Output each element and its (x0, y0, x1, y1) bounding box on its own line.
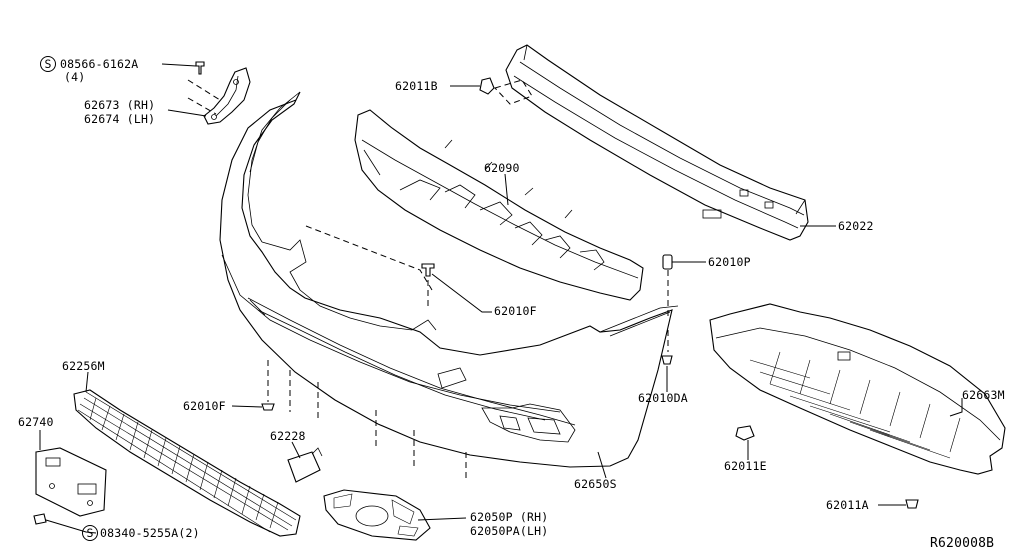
engine-undercover-part[interactable] (709, 303, 1006, 475)
label-bracket-rh[interactable]: 62673 (RH) (84, 98, 155, 112)
label-clip-p[interactable]: 62010P (708, 255, 751, 269)
label-reinforcement[interactable]: 62022 (838, 219, 874, 233)
side-bracket-part[interactable] (203, 67, 251, 125)
clip-f-upper-icon (421, 263, 435, 277)
bumper-fascia-part[interactable] (219, 91, 679, 468)
screw-symbol-b-icon (82, 525, 98, 541)
label-bracket-lh[interactable]: 62674 (LH) (84, 112, 155, 126)
label-plate-bracket[interactable]: 62740 (18, 415, 54, 429)
clip-e-icon (735, 425, 755, 441)
label-fog-finisher-rh[interactable]: 62050P (RH) (470, 510, 548, 524)
label-clip-e[interactable]: 62011E (724, 459, 767, 473)
clip-a-icon (905, 499, 919, 509)
tow-hook-cap-part[interactable] (287, 447, 323, 483)
leader-lines (39, 63, 963, 534)
clip-p-icon (662, 254, 673, 270)
screw-symbol-a-icon (40, 56, 56, 72)
label-screw-b[interactable]: 08340-5255A(2) (100, 526, 200, 540)
label-clip-da[interactable]: 62010DA (638, 391, 688, 405)
screw-a-icon (195, 61, 205, 75)
label-clip-f-upper[interactable]: 62010F (494, 304, 537, 318)
screw-symbol-b: S (86, 526, 93, 540)
label-absorber[interactable]: 62090 (484, 161, 520, 175)
label-clip-a[interactable]: 62011A (826, 498, 869, 512)
label-screw-a[interactable]: 08566-6162A (60, 57, 138, 71)
screw-b-icon (33, 513, 47, 525)
clip-f-lower-icon (261, 403, 275, 411)
label-cap[interactable]: 62228 (270, 429, 306, 443)
energy-absorber-part[interactable] (354, 109, 644, 301)
license-plate-bracket-part[interactable] (35, 447, 107, 517)
label-clip-f-lower[interactable]: 62010F (183, 399, 226, 413)
label-clip-b[interactable]: 62011B (395, 79, 438, 93)
label-screw-a-qty: (4) (64, 70, 85, 84)
bumper-reinforcement-part[interactable] (505, 44, 809, 241)
label-undercover[interactable]: 62663M (962, 388, 1005, 402)
fog-lamp-finisher-part[interactable] (323, 489, 431, 541)
front-grille-part[interactable] (73, 389, 301, 537)
screw-symbol-a: S (44, 57, 51, 71)
label-fog-finisher-lh[interactable]: 62050PA(LH) (470, 524, 548, 538)
clip-b-icon (479, 77, 495, 95)
diagram-id: R620008B (930, 536, 994, 551)
clip-da-icon (661, 355, 673, 365)
label-bumper-fascia[interactable]: 62650S (574, 477, 617, 491)
label-grille[interactable]: 62256M (62, 359, 105, 373)
